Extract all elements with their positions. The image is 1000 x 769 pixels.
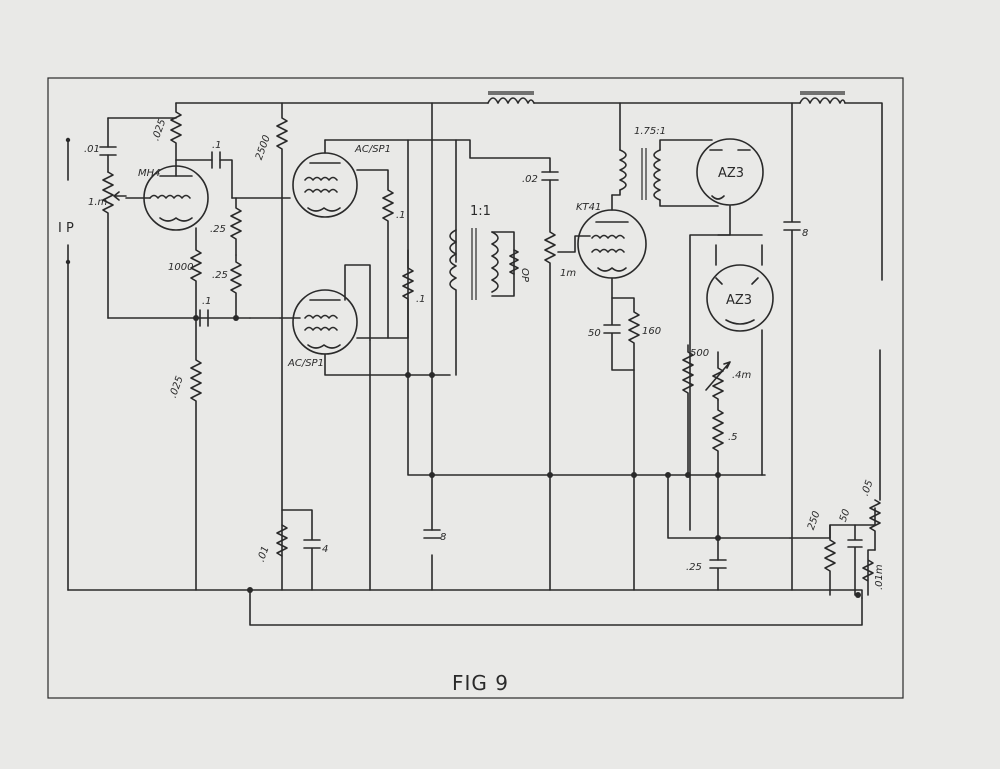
interstage-ratio: 1:1 (470, 204, 491, 219)
earth-rails (67, 589, 863, 626)
bottom-decoupling-01: .01 4 (256, 509, 328, 591)
output-transformer: 1.75:1 (611, 102, 719, 207)
bias-network: 500 .4m .5 .25 (667, 344, 791, 591)
valve-mh4-label: MH4 (138, 168, 161, 179)
svg-text:50: 50 (838, 508, 853, 524)
svg-text:.25: .25 (686, 562, 702, 573)
svg-text:1.m: 1.m (88, 197, 108, 208)
coupling-capacitor-2: .1 (199, 296, 281, 327)
svg-text:.25: .25 (212, 270, 228, 281)
junction-dots (193, 315, 861, 598)
svg-text:2500: 2500 (254, 134, 273, 162)
svg-text:4: 4 (322, 544, 328, 555)
valve-acsp1-upper-label: AC/SP1 (354, 144, 391, 155)
svg-text:1m: 1m (560, 268, 576, 279)
v1-anode-resistor: .025 (150, 102, 182, 161)
feedback-network: 250 50 .05 .01m (789, 349, 885, 596)
reservoir-capacitor: 8 (783, 102, 808, 591)
svg-text:250: 250 (806, 510, 823, 532)
rectifier-lower-label: AZ3 (726, 293, 752, 308)
svg-text:8: 8 (802, 228, 808, 239)
valve-kt41: KT41 (576, 194, 647, 279)
svg-text:50: 50 (588, 328, 601, 339)
valve-kt41-label: KT41 (576, 202, 601, 213)
ht-feed-2 (407, 139, 766, 476)
diagram-border (47, 77, 904, 699)
svg-text:1000: 1000 (168, 262, 193, 273)
svg-text:.01: .01 (84, 144, 100, 155)
valve-acsp1-lower-label: AC/SP1 (287, 358, 324, 369)
v3-anode-resistor: .1 (356, 249, 426, 339)
input-volume-pot: 1.m (88, 171, 251, 319)
svg-text:.01m: .01m (874, 564, 885, 590)
svg-text:160: 160 (642, 326, 661, 337)
smoothing-choke-1 (487, 91, 535, 104)
valve-mh4: MH4 (125, 159, 209, 231)
svg-text:8: 8 (440, 532, 446, 543)
v1-cathode-resistor: 1000 (168, 227, 202, 319)
svg-text:.1: .1 (396, 210, 406, 221)
v2-grid-resistor: .25 (210, 197, 291, 256)
svg-text:OP: OP (519, 268, 530, 283)
screen-resistor-2500: 2500 (254, 102, 288, 591)
smoothing-choke-2 (799, 91, 846, 104)
svg-text:500: 500 (690, 348, 709, 359)
kt41-grid-coupling: .02 1m (455, 139, 591, 591)
input-label: I P (58, 221, 74, 236)
svg-text:.05: .05 (860, 479, 876, 498)
figure-caption: FIG 9 (452, 671, 509, 695)
v2-anode-resistor: .1 (356, 169, 406, 339)
decoupling-resistor: .025 (168, 317, 202, 591)
kt41-cathode: 50 160 (588, 277, 661, 591)
rectifier-az3-upper: AZ3 (689, 138, 764, 531)
v3-grid-resistor: .25 (212, 254, 242, 319)
coupling-capacitor-1: .1 (175, 140, 233, 199)
svg-text:.1: .1 (416, 294, 426, 305)
ht-rail (107, 102, 883, 281)
output-ratio: 1.75:1 (634, 126, 666, 137)
rectifier-az3-lower: AZ3 (706, 234, 774, 476)
svg-text:.4m: .4m (732, 370, 752, 381)
svg-text:.025: .025 (168, 375, 186, 400)
input-capacitor: .01 (84, 117, 117, 173)
svg-text:.25: .25 (210, 224, 226, 235)
svg-text:.025: .025 (150, 118, 168, 143)
svg-text:.01: .01 (256, 545, 272, 564)
interstage-transformer: 1:1 OP (449, 204, 530, 376)
valve-acsp1-upper: AC/SP1 (292, 139, 391, 218)
svg-text:.5: .5 (728, 432, 738, 443)
bottom-capacitor-8: 8 (423, 529, 446, 543)
rectifier-upper-label: AZ3 (718, 166, 744, 181)
svg-text:.1: .1 (212, 140, 222, 151)
svg-text:.1: .1 (202, 296, 212, 307)
input-terminal: I P (58, 137, 74, 591)
svg-text:.02: .02 (522, 174, 538, 185)
